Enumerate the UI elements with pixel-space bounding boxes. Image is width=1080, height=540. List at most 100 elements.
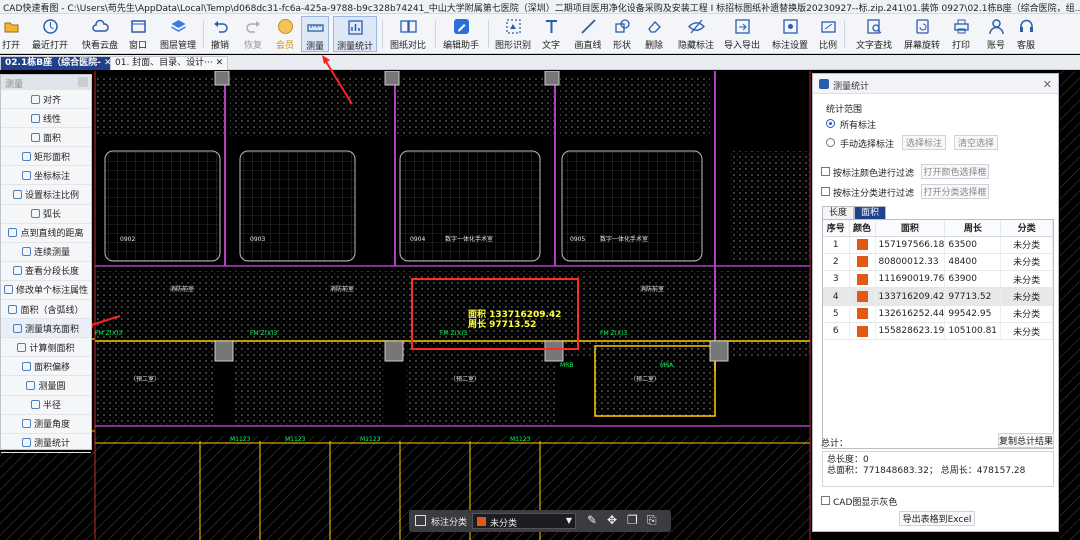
- cloud-button[interactable]: 快看云盘: [80, 16, 120, 52]
- shape-recognize-button[interactable]: 图形识别: [493, 16, 533, 52]
- copy-total-button[interactable]: 复制总计结果: [998, 433, 1054, 448]
- tab-cover-drawing[interactable]: 01. 封面、目录、设计··· ✕: [110, 56, 229, 70]
- close-icon[interactable]: ✕: [1042, 78, 1052, 91]
- measure-item-stats[interactable]: 测量统计: [1, 434, 91, 453]
- print-button[interactable]: 打印: [951, 16, 971, 52]
- area-arc-icon: [8, 304, 18, 314]
- undo-button[interactable]: 撤销: [210, 16, 230, 52]
- measured-area-outline[interactable]: [411, 278, 579, 350]
- tab-area[interactable]: 面积: [854, 206, 886, 219]
- export-excel-button[interactable]: 导出表格到Excel: [899, 511, 975, 526]
- rotate-screen-button[interactable]: 屏幕旋转: [902, 16, 942, 52]
- color-swatch: [856, 273, 868, 285]
- filter-by-class-checkbox[interactable]: [821, 187, 830, 196]
- svg-text:FM Z(X)3: FM Z(X)3: [440, 330, 467, 337]
- measure-stats-button[interactable]: 测量统计: [333, 16, 377, 52]
- grid-icon[interactable]: [415, 515, 426, 526]
- measure-item-rect-area[interactable]: 矩形面积: [1, 147, 91, 167]
- measure-item-area[interactable]: 面积: [1, 128, 91, 148]
- radio-all-annotations[interactable]: [826, 119, 835, 128]
- rotate-icon: [914, 18, 931, 35]
- color-swatch: [856, 239, 868, 251]
- measure-item-angle[interactable]: 测量角度: [1, 415, 91, 434]
- measure-item-arc-length[interactable]: 弧长: [1, 205, 91, 224]
- eraser-icon: [646, 18, 663, 35]
- measure-item-segment-length[interactable]: 查看分段长度: [1, 262, 91, 281]
- measure-item-side-area[interactable]: 计算侧面积: [1, 338, 91, 358]
- color-swatch: [856, 308, 868, 320]
- scale-button[interactable]: 比例: [818, 16, 838, 52]
- window-icon: [130, 18, 147, 35]
- account-button[interactable]: 账号: [986, 16, 1006, 52]
- measure-item-set-scale[interactable]: 设置标注比例: [1, 185, 91, 205]
- total-summary: 总长度：0 总面积：771848683.32； 总周长：478157.28: [822, 451, 1054, 487]
- select-annotation-button[interactable]: 选择标注: [902, 135, 946, 150]
- svg-text:MRB: MRB: [560, 362, 573, 369]
- radio-manual-select[interactable]: [826, 138, 835, 147]
- annotation-settings-button[interactable]: 标注设置: [770, 16, 810, 52]
- radius-icon: [30, 400, 40, 410]
- close-icon[interactable]: [78, 77, 88, 87]
- shape-button[interactable]: 形状: [612, 16, 632, 52]
- measure-button[interactable]: 测量: [301, 16, 329, 52]
- printer-icon: [953, 18, 970, 35]
- copy-icon[interactable]: ❐: [627, 513, 638, 527]
- measure-item-coordinate[interactable]: 坐标标注: [1, 166, 91, 186]
- clear-selection-button[interactable]: 清空选择: [954, 135, 998, 150]
- move-icon[interactable]: ✥: [607, 513, 618, 527]
- import-export-button[interactable]: 导入导出: [722, 16, 762, 52]
- measure-item-area-offset[interactable]: 面积偏移: [1, 357, 91, 377]
- redo-button[interactable]: 恢复: [243, 16, 263, 52]
- measure-item-linear[interactable]: 线性: [1, 109, 91, 129]
- annotation-float-toolbar: 标注分类 未分类 ▼ ✎ ✥ ❐ ⎘: [409, 510, 671, 532]
- measure-item-fill-area[interactable]: 测量填充面积: [1, 319, 91, 339]
- svg-text:0904: 0904: [410, 236, 425, 243]
- layer-manager-button[interactable]: 图层管理: [158, 16, 198, 52]
- gray-display-checkbox[interactable]: [821, 496, 830, 505]
- close-icon[interactable]: ✕: [215, 58, 224, 68]
- class-select[interactable]: 未分类 ▼: [472, 513, 576, 529]
- measure-item-continuous[interactable]: 连续测量: [1, 243, 91, 262]
- open-color-picker-button[interactable]: 打开颜色选择框: [921, 164, 989, 179]
- measure-item-area-arc[interactable]: 面积（含弧线）: [1, 300, 91, 320]
- edit-helper-button[interactable]: 编辑助手: [441, 16, 481, 52]
- measure-item-radius[interactable]: 半径: [1, 396, 91, 415]
- svg-text:MRA: MRA: [660, 362, 674, 369]
- chevron-down-icon: ▼: [565, 516, 572, 525]
- delete-button[interactable]: 删除: [644, 16, 664, 52]
- close-icon[interactable]: ✕: [103, 58, 112, 68]
- measure-item-point-line[interactable]: 点到直线的距离: [1, 224, 91, 243]
- text-button[interactable]: 文字: [541, 16, 561, 52]
- svg-text:FM Z(X)3: FM Z(X)3: [250, 330, 277, 337]
- measure-tools-panel: 测量 对齐 线性 面积 矩形面积 坐标标注 设置标注比例 弧长 点到直线的距离 …: [0, 74, 92, 453]
- vip-button[interactable]: 会员: [275, 16, 295, 52]
- headset-icon: [1018, 18, 1035, 35]
- text-search-button[interactable]: 文字查找: [855, 16, 893, 52]
- tab-length[interactable]: 长度: [822, 206, 854, 219]
- scale-icon: [820, 18, 837, 35]
- paste-icon[interactable]: ⎘: [647, 513, 657, 527]
- stats-icon: [21, 438, 31, 448]
- measure-item-align[interactable]: 对齐: [1, 90, 91, 110]
- open-class-picker-button[interactable]: 打开分类选择框: [921, 184, 989, 199]
- measure-item-circle[interactable]: 测量圆: [1, 376, 91, 396]
- vip-icon: [277, 18, 294, 35]
- draw-line-button[interactable]: 画直线: [573, 16, 603, 52]
- tab-current-drawing[interactable]: 02.1栋B座（综合医院- ✕: [0, 56, 117, 70]
- filter-by-color-checkbox[interactable]: [821, 167, 830, 176]
- window-button[interactable]: 窗口: [128, 16, 148, 52]
- compare-button[interactable]: 图纸对比: [388, 16, 428, 52]
- edit-icon[interactable]: ✎: [587, 513, 598, 527]
- measure-item-edit-attr[interactable]: 修改单个标注属性: [1, 281, 91, 301]
- hide-annotation-button[interactable]: 隐藏标注: [676, 16, 716, 52]
- svg-text:FM Z(X)3: FM Z(X)3: [95, 330, 122, 337]
- recent-button[interactable]: 最近打开: [30, 16, 70, 52]
- support-button[interactable]: 客服: [1016, 16, 1036, 52]
- open-button[interactable]: 打开: [2, 16, 20, 52]
